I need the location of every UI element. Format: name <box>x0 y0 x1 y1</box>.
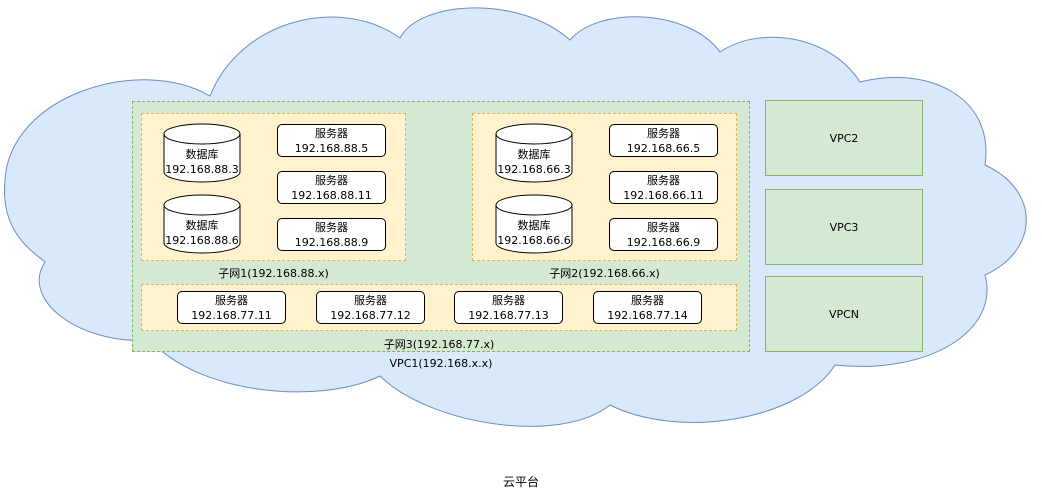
database-icon: 数据库 192.168.88.3 <box>163 123 241 183</box>
subnet3-label: 子网3(192.168.77.x) <box>383 338 495 351</box>
database-label: 数据库 192.168.88.3 <box>165 148 239 176</box>
database-icon: 数据库 192.168.66.6 <box>495 194 573 254</box>
subnet2-label: 子网2(192.168.66.x) <box>549 267 660 280</box>
vpc1-label: VPC1(192.168.x.x) <box>389 357 493 370</box>
database-icon: 数据库 192.168.88.6 <box>163 194 241 254</box>
cloud-platform-label: 云平台 <box>502 475 539 489</box>
database-label: 数据库 192.168.66.6 <box>497 219 571 247</box>
vpc3-box: VPC3 <box>765 189 923 265</box>
vpc2-box: VPC2 <box>765 100 923 176</box>
database-label: 数据库 192.168.66.3 <box>497 148 571 176</box>
vpcn-box: VPCN <box>765 276 923 352</box>
subnet1-label: 子网1(192.168.88.x) <box>218 267 329 280</box>
database-icon: 数据库 192.168.66.3 <box>495 123 573 183</box>
database-label: 数据库 192.168.88.6 <box>165 219 239 247</box>
